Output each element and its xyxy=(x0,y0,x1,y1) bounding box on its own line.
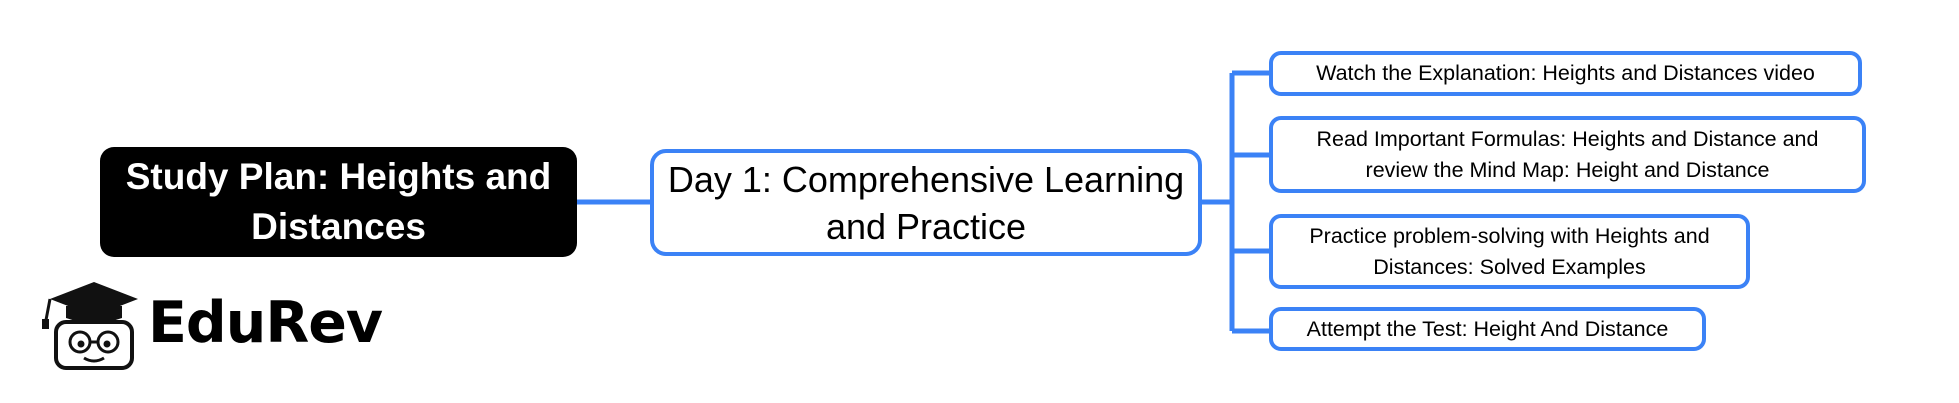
task-node-label: Practice problem-solving with Heights an… xyxy=(1309,223,1710,279)
graduation-cap-icon xyxy=(42,282,138,329)
task-node: Practice problem-solving with Heights an… xyxy=(1269,214,1750,289)
day-node: Day 1: Comprehensive Learning and Practi… xyxy=(650,149,1202,256)
task-node: Watch the Explanation: Heights and Dista… xyxy=(1269,51,1862,96)
task-node-label: Attempt the Test: Height And Distance xyxy=(1306,316,1669,341)
task-node-label: Read Important Formulas: Heights and Dis… xyxy=(1316,126,1819,182)
task-node: Read Important Formulas: Heights and Dis… xyxy=(1269,116,1866,193)
day-node-label: Day 1: Comprehensive Learning and Practi… xyxy=(667,158,1185,247)
task-node-label: Watch the Explanation: Heights and Dista… xyxy=(1316,61,1815,85)
root-node-label: Study Plan: Heights and Distances xyxy=(125,156,552,247)
task-node: Attempt the Test: Height And Distance xyxy=(1269,307,1706,351)
brand-name: EduRev xyxy=(148,290,383,356)
root-node: Study Plan: Heights and Distances xyxy=(100,147,577,257)
edurev-mascot-icon xyxy=(54,320,134,370)
edurev-logo xyxy=(42,282,138,370)
